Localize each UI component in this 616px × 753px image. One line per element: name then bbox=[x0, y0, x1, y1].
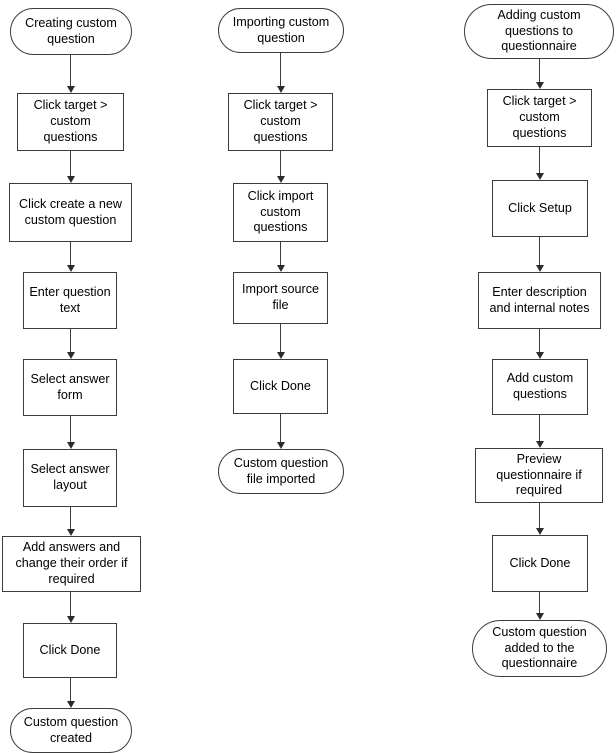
flow-connector-arrow bbox=[276, 324, 285, 359]
connector-line bbox=[70, 507, 71, 530]
flow-node-c1n1: Creating custom question bbox=[10, 8, 132, 55]
connector-line bbox=[70, 678, 71, 702]
arrowhead-icon bbox=[535, 441, 544, 448]
flow-node-c1n3: Click create a new custom question bbox=[9, 183, 132, 242]
flow-node-c2n4: Import source file bbox=[233, 272, 328, 324]
flow-node-c3n6: Preview questionnaire if required bbox=[475, 448, 603, 503]
arrowhead-icon bbox=[276, 442, 285, 449]
arrowhead-icon bbox=[276, 86, 285, 93]
flow-connector-arrow bbox=[276, 151, 285, 183]
arrowhead-icon bbox=[66, 352, 75, 359]
flow-connector-arrow bbox=[66, 55, 75, 93]
connector-line bbox=[70, 329, 71, 353]
flow-connector-arrow bbox=[276, 242, 285, 272]
arrowhead-icon bbox=[276, 265, 285, 272]
connector-line bbox=[539, 592, 540, 614]
flow-node-c3n1: Adding custom questions to questionnaire bbox=[464, 4, 614, 59]
arrowhead-icon bbox=[66, 701, 75, 708]
flow-connector-arrow bbox=[535, 415, 544, 448]
flow-node-c3n2: Click target > custom questions bbox=[487, 89, 592, 147]
arrowhead-icon bbox=[66, 265, 75, 272]
connector-line bbox=[539, 329, 540, 353]
connector-line bbox=[539, 237, 540, 266]
flow-node-c3n8: Custom question added to the questionnai… bbox=[472, 620, 607, 677]
arrowhead-icon bbox=[66, 529, 75, 536]
connector-line bbox=[70, 592, 71, 617]
connector-line bbox=[539, 147, 540, 174]
flow-connector-arrow bbox=[66, 329, 75, 359]
flow-node-c3n7: Click Done bbox=[492, 535, 588, 592]
flow-connector-arrow bbox=[535, 147, 544, 180]
arrowhead-icon bbox=[535, 352, 544, 359]
arrowhead-icon bbox=[276, 176, 285, 183]
flow-connector-arrow bbox=[535, 592, 544, 620]
connector-line bbox=[280, 414, 281, 443]
flow-connector-arrow bbox=[276, 53, 285, 93]
arrowhead-icon bbox=[66, 616, 75, 623]
connector-line bbox=[280, 242, 281, 266]
connector-line bbox=[70, 242, 71, 266]
flow-connector-arrow bbox=[535, 503, 544, 535]
arrowhead-icon bbox=[535, 82, 544, 89]
arrowhead-icon bbox=[535, 265, 544, 272]
flow-node-c2n2: Click target > custom questions bbox=[228, 93, 333, 151]
arrowhead-icon bbox=[66, 86, 75, 93]
flow-connector-arrow bbox=[535, 329, 544, 359]
flow-node-c1n5: Select answer form bbox=[23, 359, 117, 416]
arrowhead-icon bbox=[66, 442, 75, 449]
flow-connector-arrow bbox=[66, 507, 75, 536]
flow-node-c3n5: Add custom questions bbox=[492, 359, 588, 415]
connector-line bbox=[70, 151, 71, 177]
flow-connector-arrow bbox=[535, 59, 544, 89]
connector-line bbox=[70, 416, 71, 443]
flow-node-c1n8: Click Done bbox=[23, 623, 117, 678]
flow-connector-arrow bbox=[276, 414, 285, 449]
flow-node-c2n5: Click Done bbox=[233, 359, 328, 414]
arrowhead-icon bbox=[535, 528, 544, 535]
flow-node-c3n3: Click Setup bbox=[492, 180, 588, 237]
arrowhead-icon bbox=[535, 173, 544, 180]
flow-connector-arrow bbox=[66, 416, 75, 449]
flow-node-c1n6: Select answer layout bbox=[23, 449, 117, 507]
flow-node-c2n6: Custom question file imported bbox=[218, 449, 344, 494]
flow-node-c1n4: Enter question text bbox=[23, 272, 117, 329]
connector-line bbox=[280, 324, 281, 353]
flow-connector-arrow bbox=[66, 151, 75, 183]
arrowhead-icon bbox=[66, 176, 75, 183]
flow-connector-arrow bbox=[535, 237, 544, 272]
flow-node-c1n9: Custom question created bbox=[10, 708, 132, 753]
flow-node-c2n3: Click import custom questions bbox=[233, 183, 328, 242]
flow-node-c2n1: Importing custom question bbox=[218, 8, 344, 53]
connector-line bbox=[280, 151, 281, 177]
flow-connector-arrow bbox=[66, 678, 75, 708]
flow-node-c3n4: Enter description and internal notes bbox=[478, 272, 601, 329]
flow-node-c1n2: Click target > custom questions bbox=[17, 93, 124, 151]
arrowhead-icon bbox=[276, 352, 285, 359]
flow-connector-arrow bbox=[66, 592, 75, 623]
connector-line bbox=[539, 503, 540, 529]
flow-node-c1n7: Add answers and change their order if re… bbox=[2, 536, 141, 592]
connector-line bbox=[539, 415, 540, 442]
connector-line bbox=[280, 53, 281, 87]
connector-line bbox=[539, 59, 540, 83]
flow-connector-arrow bbox=[66, 242, 75, 272]
connector-line bbox=[70, 55, 71, 87]
arrowhead-icon bbox=[535, 613, 544, 620]
